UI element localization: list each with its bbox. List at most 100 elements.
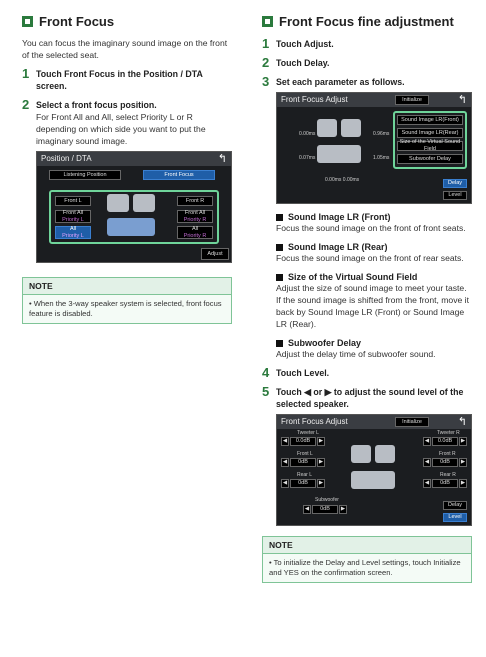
subwoofer-delay-button[interactable]: Subwoofer Delay <box>397 154 463 164</box>
front-r-down-button[interactable]: ◀ <box>423 458 431 467</box>
back-icon[interactable]: ↰ <box>457 416 467 428</box>
seat-icon <box>107 194 129 212</box>
tweeter-r-value: 0.0dB <box>432 437 458 446</box>
subwoofer-value: 0dB <box>312 505 338 514</box>
initialize-button[interactable]: Initialize <box>395 95 429 105</box>
level-button[interactable]: Level <box>443 191 467 200</box>
btn-sublabel: Priority R <box>183 216 207 223</box>
tweeter-r-down-button[interactable]: ◀ <box>423 437 431 446</box>
tweeter-l-label: Tweeter L <box>297 430 319 436</box>
title-text: Front Focus <box>39 14 115 29</box>
tweeter-l-value: 0.0dB <box>290 437 316 446</box>
bullet-square-icon <box>276 273 283 281</box>
param-heading: Sound Image LR (Rear) <box>276 242 472 252</box>
seat-icon <box>133 194 155 212</box>
tweeter-l-down-button[interactable]: ◀ <box>281 437 289 446</box>
initialize-button[interactable]: Initialize <box>395 417 429 427</box>
title-text: Front Focus fine adjustment <box>279 14 454 29</box>
step-3: 3 Set each parameter as follows. <box>262 75 472 88</box>
param-title: Subwoofer Delay <box>288 338 362 348</box>
back-icon[interactable]: ↰ <box>457 94 467 106</box>
level-button[interactable]: Level <box>443 513 467 522</box>
step-number: 1 <box>262 36 270 51</box>
front-focus-adjust-level-screen: Front Focus Adjust Initialize ↰ Tweeter … <box>276 414 472 526</box>
virtual-sound-field-button[interactable]: Size of the Virtual Sound Field <box>397 139 463 152</box>
param-desc: Focus the sound image on the front of re… <box>276 253 464 263</box>
tweeter-l-up-button[interactable]: ▶ <box>317 437 325 446</box>
btn-sublabel: Priority R <box>183 232 207 239</box>
rear-l-label: Rear L <box>297 472 313 478</box>
delay-button[interactable]: Delay <box>443 179 467 188</box>
subwoofer-label: Subwoofer <box>315 497 339 503</box>
subwoofer-up-button[interactable]: ▶ <box>339 505 347 514</box>
delay-value-subwoofer: 0.00ms 0.00ms <box>325 177 360 183</box>
tweeter-r-label: Tweeter R <box>437 430 460 436</box>
param-heading: Sound Image LR (Front) <box>276 212 472 222</box>
front-r-value: 0dB <box>432 458 458 467</box>
note-title: NOTE <box>23 278 231 295</box>
step-text: Select a front focus position. <box>36 100 157 110</box>
tab-listening-position[interactable]: Listening Position <box>49 170 121 180</box>
front-r-label: Front R <box>439 451 456 457</box>
front-focus-adjust-delay-screen: Front Focus Adjust Initialize ↰ 0.00ms 0… <box>276 92 472 204</box>
rear-r-label: Rear R <box>440 472 456 478</box>
step-1: 1 Touch Adjust. <box>262 37 472 50</box>
step-number: 2 <box>22 97 30 112</box>
btn-sublabel: Priority L <box>62 232 84 239</box>
back-icon[interactable]: ↰ <box>217 153 227 165</box>
bullet-square-icon <box>276 243 283 251</box>
sound-image-rear-button[interactable]: Sound Image LR(Rear) <box>397 128 463 138</box>
step-1: 1 Touch Front Focus in the Position / DT… <box>22 67 232 92</box>
step-2-desc: For Front All and All, select Priority L… <box>36 112 206 146</box>
seat-icon <box>351 445 371 463</box>
tweeter-r-up-button[interactable]: ▶ <box>459 437 467 446</box>
front-r-button[interactable]: Front R <box>177 196 213 206</box>
section-square-icon <box>22 16 33 27</box>
front-l-button[interactable]: Front L <box>55 196 91 206</box>
step-2: 2 Select a front focus position. <box>22 98 232 111</box>
adjust-button[interactable]: Adjust <box>201 248 229 260</box>
param-desc: Focus the sound image on the front of fr… <box>276 223 466 233</box>
step-text: Touch Delay. <box>276 58 330 68</box>
front-l-up-button[interactable]: ▶ <box>317 458 325 467</box>
delay-value-rear-l: 0.07ms <box>299 155 316 161</box>
all-r-button[interactable]: All Priority R <box>177 226 213 239</box>
front-l-down-button[interactable]: ◀ <box>281 458 289 467</box>
seat-icon <box>107 218 155 236</box>
rear-r-up-button[interactable]: ▶ <box>459 479 467 488</box>
btn-sublabel: Priority L <box>62 216 84 223</box>
step-text: Touch Level. <box>276 368 330 378</box>
step-5: 5 Touch ◀ or ▶ to adjust the sound level… <box>262 385 472 410</box>
tab-front-focus[interactable]: Front Focus <box>143 170 215 180</box>
all-l-button[interactable]: All Priority L <box>55 226 91 239</box>
rear-r-value: 0dB <box>432 479 458 488</box>
section-title: Front Focus <box>22 14 232 29</box>
btn-label: Front All <box>62 209 84 216</box>
btn-label: All <box>69 225 77 232</box>
intro-text: You can focus the imaginary sound image … <box>22 38 228 60</box>
subwoofer-down-button[interactable]: ◀ <box>303 505 311 514</box>
delay-button[interactable]: Delay <box>443 501 467 510</box>
position-dta-screen: Position / DTA ↰ Listening Position Fron… <box>36 151 232 263</box>
param-desc: Adjust the size of sound image to meet y… <box>276 283 469 329</box>
front-l-value: 0dB <box>290 458 316 467</box>
step-4: 4 Touch Level. <box>262 366 472 379</box>
step-text: Touch Front Focus in the Position / DTA … <box>36 69 203 91</box>
step-text: Touch ◀ or ▶ to adjust the sound level o… <box>276 387 464 409</box>
front-r-up-button[interactable]: ▶ <box>459 458 467 467</box>
step-text: Touch Adjust. <box>276 39 334 49</box>
seat-icon <box>317 145 361 163</box>
note-text: • To initialize the Delay and Level sett… <box>269 558 461 577</box>
front-all-r-button[interactable]: Front All Priority R <box>177 210 213 223</box>
delay-value-front-r: 0.96ms <box>373 131 390 137</box>
rear-l-up-button[interactable]: ▶ <box>317 479 325 488</box>
screen-title: Front Focus Adjust <box>277 415 471 429</box>
step-text: Set each parameter as follows. <box>276 77 405 87</box>
delay-value-front-l: 0.00ms <box>299 131 316 137</box>
rear-l-down-button[interactable]: ◀ <box>281 479 289 488</box>
right-column: Front Focus fine adjustment 1 Touch Adju… <box>262 0 472 583</box>
parameter-list: Sound Image LR (Front) Focus the sound i… <box>276 212 472 360</box>
front-all-l-button[interactable]: Front All Priority L <box>55 210 91 223</box>
rear-r-down-button[interactable]: ◀ <box>423 479 431 488</box>
sound-image-front-button[interactable]: Sound Image LR(Front) <box>397 115 463 125</box>
